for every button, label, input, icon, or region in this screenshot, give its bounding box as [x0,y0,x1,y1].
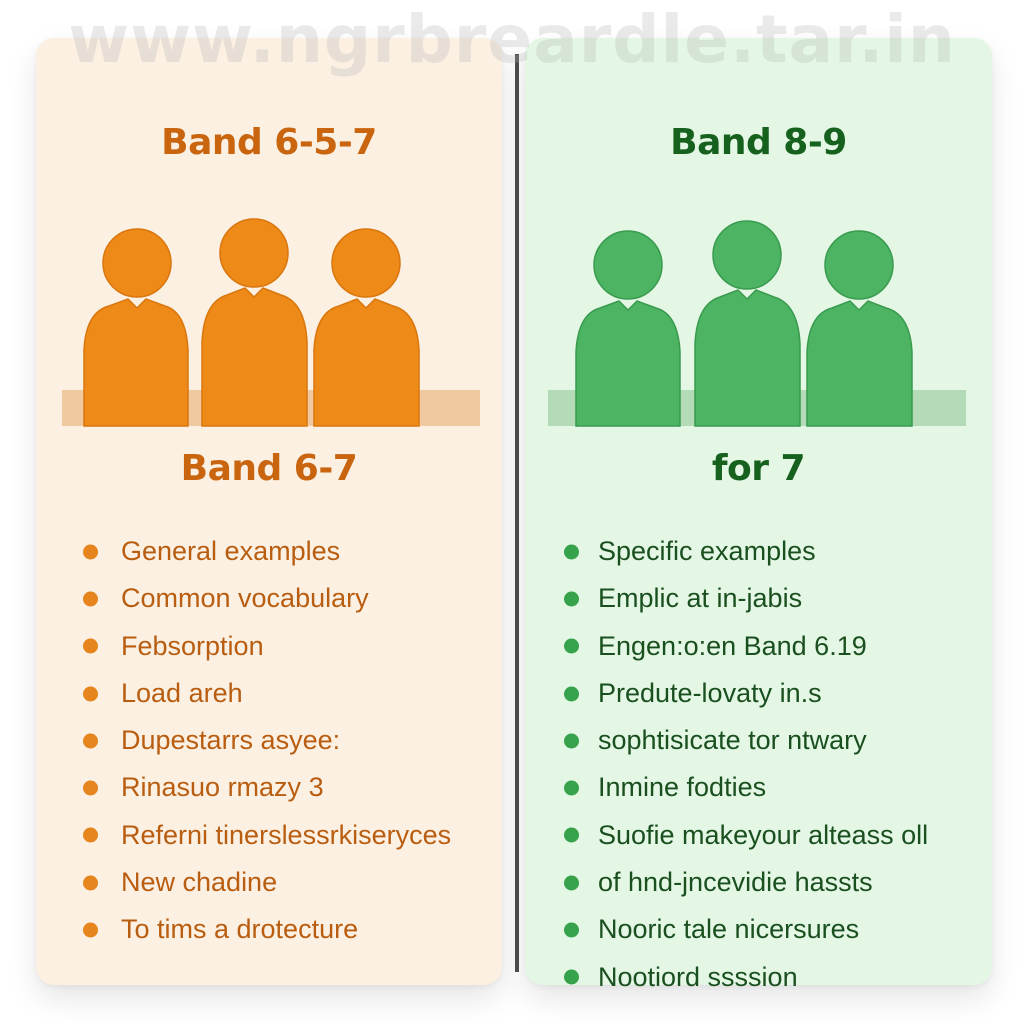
bullet-icon [564,686,579,702]
list-item: Rinasuo rmazy 3 [36,764,502,811]
list-item: Engen:o:en Band 6.19 [525,623,992,670]
left-panel-band-6-7: Band 6-5-7 Band 6-7 General examples Com… [36,38,502,985]
bullet-icon [83,733,98,749]
bullet-icon [83,591,98,607]
list-item-label: Febsorption [121,630,264,661]
list-item: Load areh [36,670,502,717]
right-panel-list: Specific examples Emplic at in-jabis Eng… [525,528,992,1001]
bullet-icon [564,922,579,938]
list-item: sophtisicate tor ntwary [525,717,992,764]
list-item: General examples [36,528,502,575]
list-item-label: Specific examples [598,536,816,566]
list-item: Common vocabulary [36,575,502,622]
list-item: Emplic at in-jabis [525,575,992,622]
list-item-label: sophtisicate tor ntwary [598,725,867,756]
list-item: Predute-lovaty in.s [525,670,992,717]
left-panel-list: General examples Common vocabulary Febso… [36,528,502,954]
list-item-label: Emplic at in-jabis [598,583,803,614]
list-item-label: Suofie makeyour alteass oll [598,819,929,850]
list-item: To tims a drotecture [36,906,502,953]
list-item: Febsorption [36,623,502,670]
list-item: Nooric tale nicersures [525,906,992,953]
bullet-icon [564,969,579,985]
list-item: New chadine [36,859,502,906]
list-item-label: Rinasuo rmazy 3 [121,772,324,803]
bullet-icon [564,780,579,796]
right-panel-band-8-9: Band 8-9 for 7 Specific examples Emplic … [525,38,992,992]
bullet-icon [564,827,579,843]
bullet-icon [83,827,98,843]
list-item: Inmine fodties [525,764,992,811]
bullet-icon [564,638,579,654]
list-item-label: Inmine fodties [598,772,767,803]
bullet-icon [83,544,98,560]
bullet-icon [564,591,579,607]
list-item-label: Common vocabulary [121,583,369,614]
list-item: of hnd-jncevidie hassts [525,859,992,906]
list-item: Suofie makeyour alteass oll [525,812,992,859]
list-item-label: Engen:o:en Band 6.19 [598,630,867,661]
right-panel-subtitle: for 7 [711,448,806,489]
list-item-label: Nootiord ssssion [598,961,798,992]
vertical-divider [515,54,519,972]
list-item: Nootiord ssssion [525,954,992,1001]
left-panel-title: Band 6-5-7 [161,122,377,163]
bullet-icon [83,686,98,702]
bullet-icon [83,922,98,938]
bullet-icon [83,638,98,654]
bullet-icon [83,875,98,891]
list-item-label: of hnd-jncevidie hassts [598,867,873,898]
watermark-text: www.ngrbreardle.tar.in [68,1,956,78]
bullet-icon [564,733,579,749]
list-item-label: Nooric tale nicersures [598,914,860,945]
list-item-label: Dupestarrs asyee: [121,725,341,756]
right-panel-title: Band 8-9 [670,122,847,163]
bullet-icon [83,780,98,796]
group-of-people-icon [62,218,480,428]
left-panel-subtitle: Band 6-7 [180,448,358,489]
list-item-label: Referni tinerslessrkiseryces [121,819,452,850]
list-item-label: General examples [121,536,341,566]
group-of-people-icon [548,218,966,428]
list-item: Specific examples [525,528,992,575]
list-item-label: Load areh [121,677,243,708]
list-item-label: New chadine [121,867,278,898]
list-item-label: To tims a drotecture [121,914,359,945]
list-item: Referni tinerslessrkiseryces [36,812,502,859]
bullet-icon [564,875,579,891]
bullet-icon [564,544,579,560]
list-item-label: Predute-lovaty in.s [598,677,822,708]
list-item: Dupestarrs asyee: [36,717,502,764]
